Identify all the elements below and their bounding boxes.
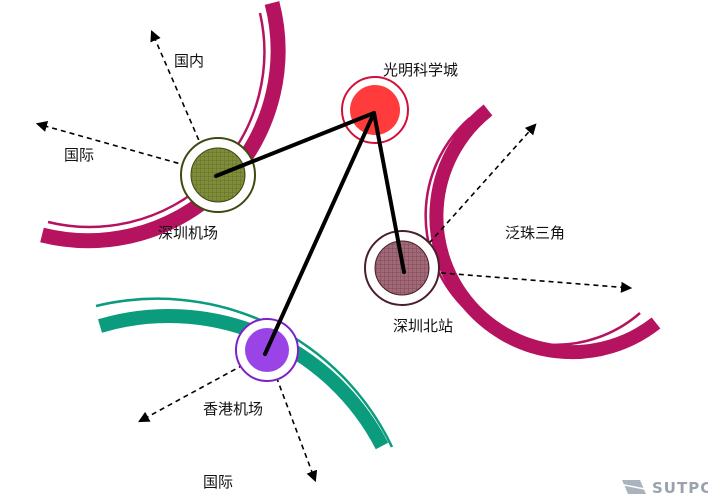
arrow-prd-e — [404, 269, 633, 293]
label-domestic: 国内 — [174, 52, 204, 70]
arrow-domestic — [150, 29, 214, 174]
arrow-prd-ne — [404, 123, 537, 271]
label-international-top: 国际 — [64, 146, 94, 164]
hk-airport-arc — [95, 297, 394, 450]
node-guangming — [341, 76, 409, 144]
sutpc-watermark: SUTPC — [622, 479, 708, 496]
shenzhen-north-arc — [424, 104, 661, 360]
label-shenzhen-airport: 深圳机场 — [158, 224, 218, 242]
label-international-bottom: 国际 — [203, 473, 233, 491]
link-airport-guangming — [214, 111, 376, 178]
label-guangming: 光明科学城 — [383, 61, 458, 79]
external-links — [35, 29, 633, 483]
core-links — [214, 111, 406, 356]
watermark-text: SUTPC — [652, 479, 708, 496]
arrow-international-bottom-left — [138, 351, 268, 423]
sutpc-logo-icon — [622, 480, 646, 494]
link-guangming-hk — [263, 111, 376, 356]
shenzhen-airport-arc — [40, 1, 286, 249]
label-prd: 泛珠三角 — [505, 224, 565, 242]
link-guangming-north — [372, 111, 406, 274]
label-hk-airport: 香港机场 — [203, 400, 263, 418]
label-shenzhen-north: 深圳北站 — [393, 317, 453, 335]
